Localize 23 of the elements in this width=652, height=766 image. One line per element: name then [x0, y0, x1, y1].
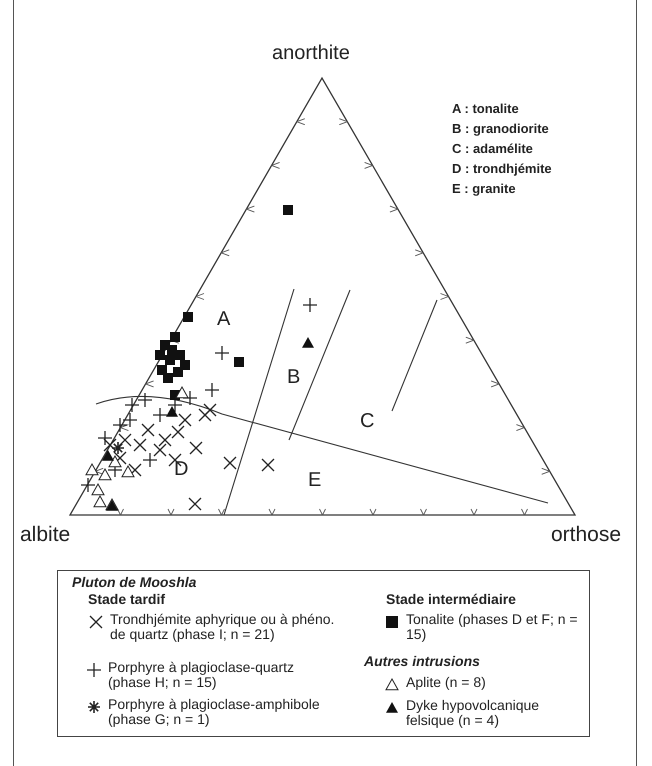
legend-heading: Stade tardif [88, 592, 166, 608]
key-text: C : adamélite [452, 142, 533, 156]
field-letter: E [308, 469, 322, 491]
key-text: D : trondhjémite [452, 162, 552, 176]
legend-heading: Stade intermédiaire [386, 592, 516, 608]
legend-text: Dyke hypovolcanique felsique (n = 4) [406, 698, 540, 728]
legend-text: Aplite (n = 8) [406, 675, 487, 690]
legend-text: Porphyre à plagioclase-quartz (phase H; n = 15) [108, 660, 295, 690]
key-text: E : granite [452, 182, 516, 196]
legend-heading: Autres intrusions [364, 654, 480, 670]
vertex-label: anorthite [272, 42, 350, 64]
key-text: B : granodiorite [452, 122, 549, 136]
legend-text: Porphyre à plagioclase-amphibole (phase G; n = 1) [108, 697, 321, 726]
field-letter: A [217, 308, 230, 330]
vertex-label: orthose [551, 523, 622, 546]
field-letter: C [360, 410, 374, 432]
vertex-label: albite [20, 523, 70, 546]
field-letter: B [287, 366, 300, 388]
legend-text: Trondhjémite aphyrique ou à phéno. de quartz (phase I; n = 21) [110, 612, 335, 642]
legend-heading: Pluton de Mooshla [72, 575, 196, 590]
field-letter: D [174, 458, 188, 480]
key-text: A : tonalite [452, 102, 519, 116]
legend-text: Tonalite (phases D et F; n = 15) [406, 612, 579, 642]
